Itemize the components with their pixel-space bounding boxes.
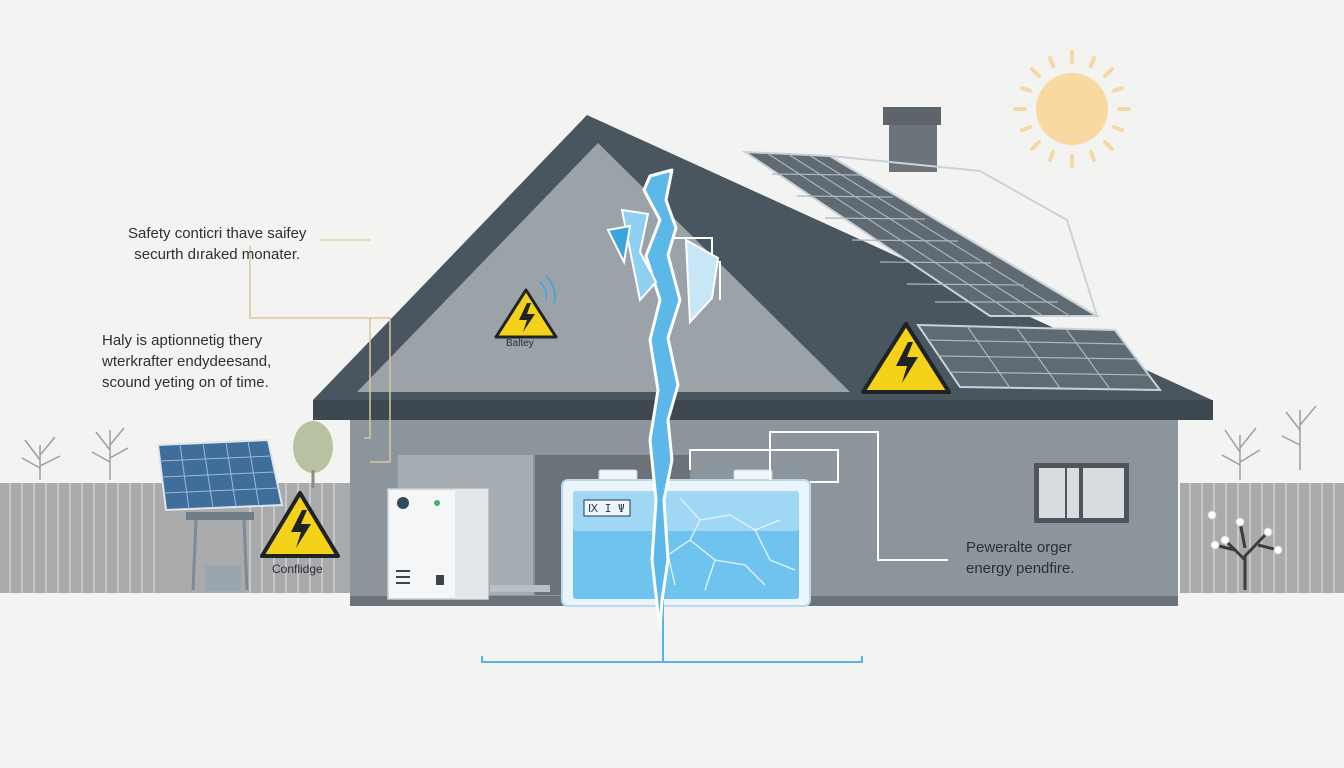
solar-panel-icon <box>156 438 284 591</box>
annotation-line: Peweralte orger <box>966 539 1072 556</box>
wiring-lines <box>249 237 948 663</box>
battery-pack <box>561 469 811 607</box>
annotation-line: scound yeting on of time. <box>102 374 269 391</box>
inverter-unit <box>387 488 550 600</box>
battery-label: Baltey <box>506 338 534 349</box>
bare-tree-left <box>21 427 129 480</box>
warning-icon <box>861 322 951 394</box>
sun-icon <box>1013 50 1131 168</box>
annotation-line: wterkrafter endydeesand, <box>102 353 272 370</box>
annotation-line: Haly is aptionnetig thery <box>102 332 263 349</box>
house-window <box>1034 463 1129 523</box>
roof-solar-array-lower <box>916 323 1163 392</box>
annotation-line: securth dıraked monater. <box>134 246 301 263</box>
wifi-signal-icon <box>539 275 556 305</box>
battery-display <box>583 499 631 517</box>
annotation-line: energy pendfire. <box>966 560 1075 577</box>
annotation-line: Safety conticri thave saifey <box>128 225 307 242</box>
annotation-energy: Peweralte orger energy pendfire. <box>966 537 1074 579</box>
battery-display-text: Ⅸ Ι Ψ <box>588 502 625 515</box>
annotation-safety: Safety conticri thave saifey securth dır… <box>128 223 306 265</box>
annotation-haly: Haly is aptionnetig thery wterkrafter en… <box>102 330 271 393</box>
gable <box>357 143 850 392</box>
bare-tree-right <box>1221 405 1317 480</box>
warning-icon <box>260 491 340 558</box>
lightning-crack-icon <box>606 168 720 632</box>
bush-tree <box>293 421 333 488</box>
cotton-tree <box>1207 510 1283 590</box>
configure-label: Conflidge <box>272 562 323 576</box>
roof-solar-array-upper <box>741 150 1101 319</box>
warning-icon <box>494 288 558 339</box>
